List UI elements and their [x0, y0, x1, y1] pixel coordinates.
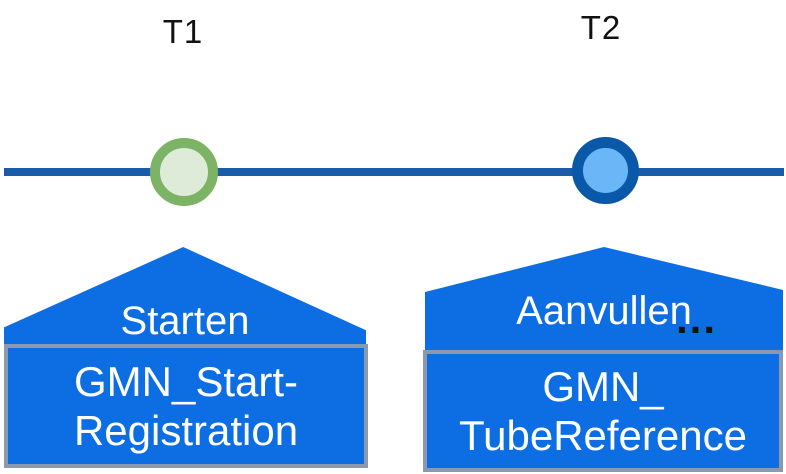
callout-roof-aanvullen: Aanvullen	[425, 247, 783, 350]
timepoint-label-t1: T1	[162, 13, 204, 50]
task-box-line-2: TubeReference	[459, 412, 747, 459]
task-box-line-1: GMN_	[542, 362, 664, 410]
timeline-line	[4, 168, 784, 176]
milestone-marker-t2	[572, 137, 639, 204]
task-box-gmn-start-registration: GMN_Start- Registration	[4, 344, 368, 468]
callout-title-starten: Starten	[120, 299, 250, 343]
milestone-marker-t1	[150, 138, 218, 206]
timepoint-label-t2: T2	[580, 9, 622, 46]
task-box-gmn-tubereference: GMN_ TubeReference	[423, 350, 783, 472]
callout-roof-starten: Starten	[4, 247, 366, 345]
task-box-line-1: GMN_Start-	[73, 357, 299, 405]
callout-title-aanvullen: Aanvullen	[516, 289, 692, 333]
ellipsis-text: ...	[676, 295, 718, 342]
task-box-line-2: Registration	[73, 407, 299, 454]
